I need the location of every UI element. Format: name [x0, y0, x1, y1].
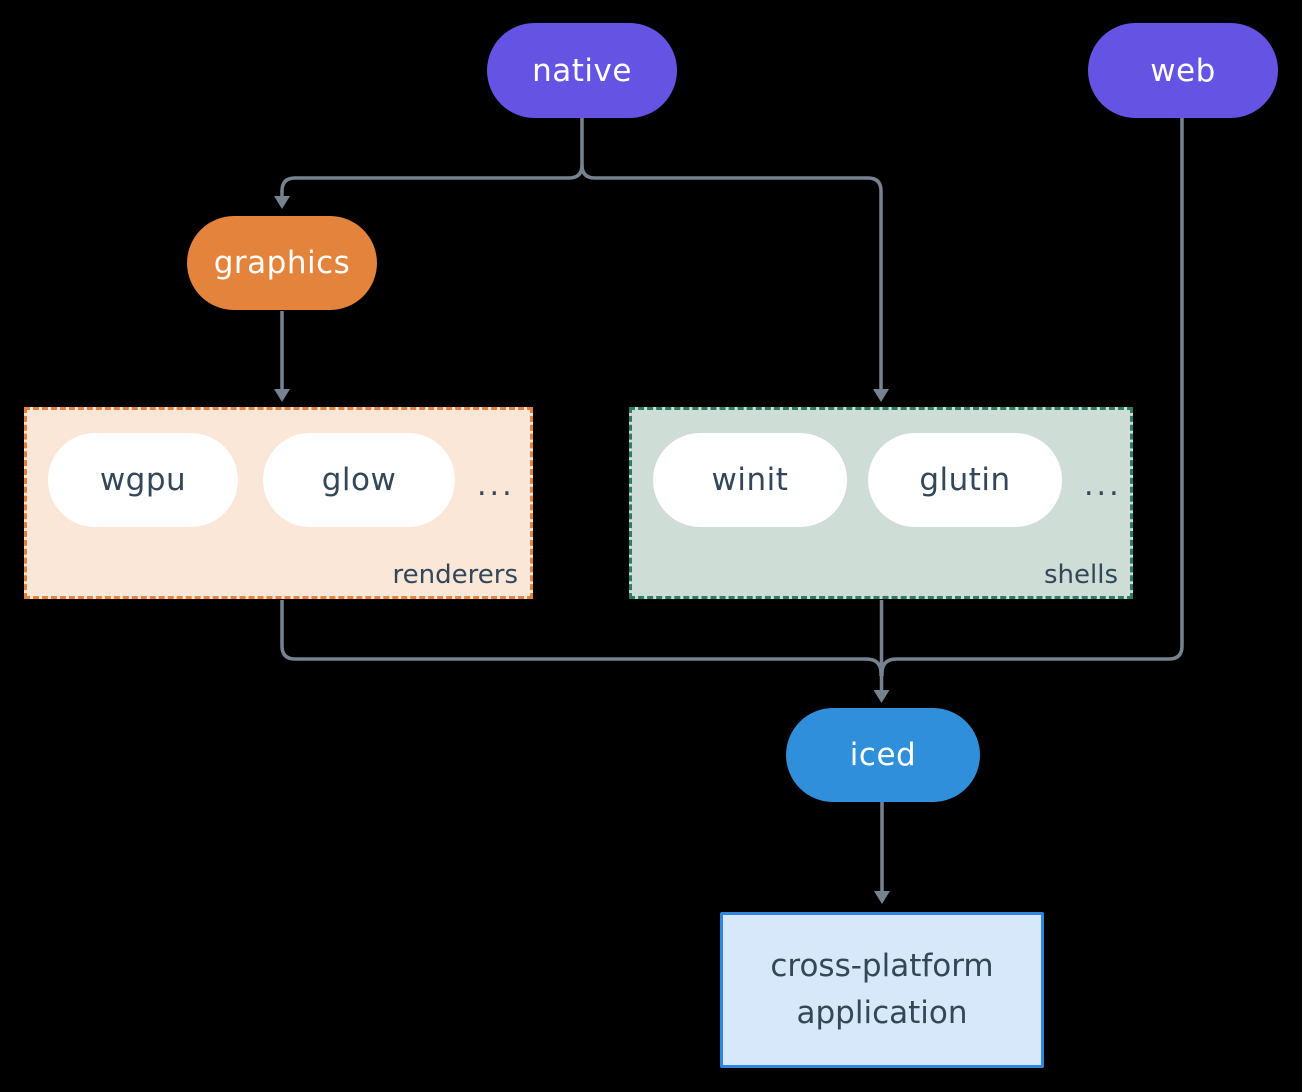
arrowhead-into-shells: [873, 389, 889, 402]
node-cross-platform-application: cross-platform application: [720, 912, 1044, 1068]
connector-renderers-to-iced: [280, 600, 883, 676]
node-iced: iced: [786, 708, 980, 802]
node-wgpu-label: wgpu: [99, 462, 187, 498]
connector-native-to-graphics: [280, 118, 584, 196]
node-glow-label: glow: [321, 462, 397, 498]
node-native-label: native: [532, 52, 632, 89]
group-renderers: wgpu glow ... renderers: [24, 407, 533, 599]
node-winit: winit: [653, 433, 847, 527]
connector-web-to-iced: [880, 118, 1184, 676]
application-label-line2: application: [796, 995, 968, 1031]
arrowhead-into-iced: [873, 690, 890, 703]
node-iced-label: iced: [849, 737, 917, 773]
node-web-label: web: [1150, 52, 1216, 89]
node-glutin: glutin: [868, 433, 1062, 527]
node-glow: glow: [263, 433, 455, 527]
application-label-line1: cross-platform: [770, 948, 994, 984]
node-glutin-label: glutin: [919, 462, 1011, 498]
connector-native-to-shells: [580, 164, 883, 390]
arrowhead-into-application: [874, 891, 890, 904]
renderers-group-label: renderers: [392, 560, 518, 590]
node-web: web: [1088, 23, 1278, 118]
shells-ellipsis: ...: [1084, 468, 1122, 503]
node-wgpu: wgpu: [48, 433, 238, 527]
node-graphics-label: graphics: [213, 245, 351, 281]
renderers-ellipsis: ...: [477, 468, 515, 503]
group-shells: winit glutin ... shells: [629, 407, 1133, 599]
node-graphics: graphics: [187, 216, 377, 310]
arrowhead-into-graphics: [274, 196, 290, 209]
node-winit-label: winit: [711, 462, 789, 498]
arrowhead-into-renderers: [274, 389, 290, 402]
shells-group-label: shells: [1043, 560, 1118, 590]
node-native: native: [487, 23, 677, 118]
